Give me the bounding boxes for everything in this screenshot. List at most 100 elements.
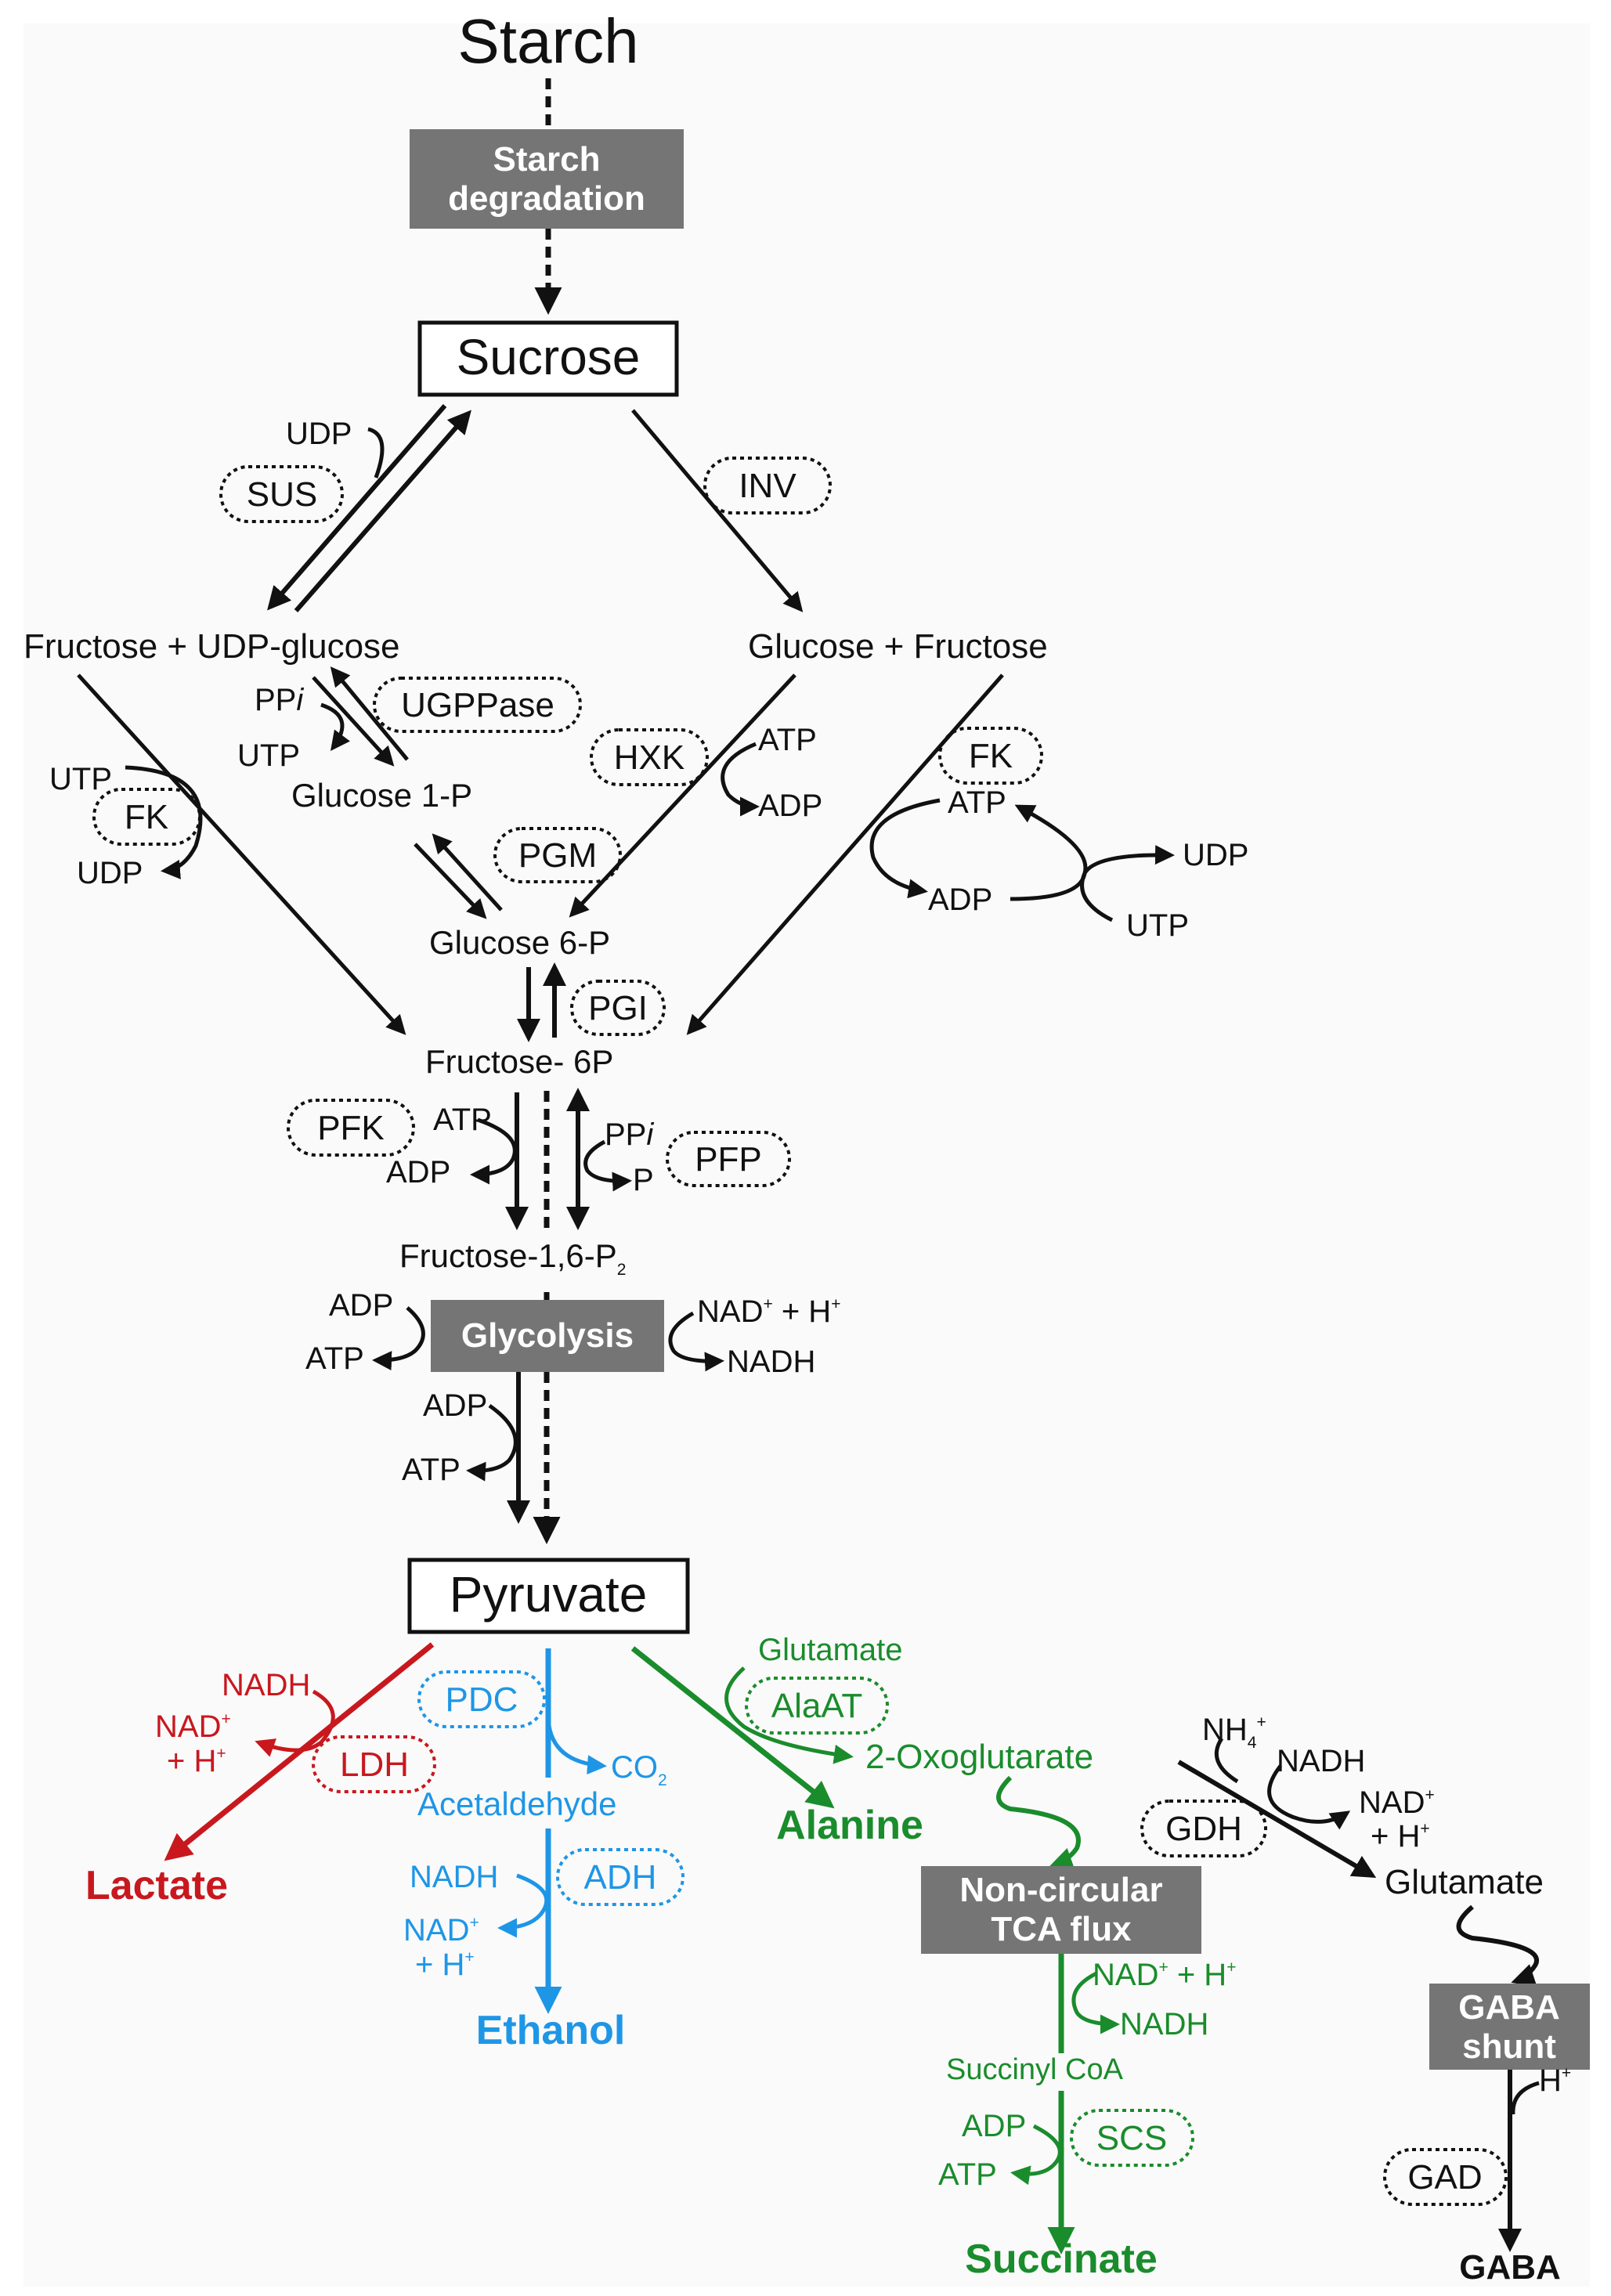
tca-box <box>921 1866 1201 1954</box>
sus-forward-arrow <box>267 404 447 611</box>
nad-tca-plus: + <box>1158 1958 1168 1977</box>
pyruvate-box <box>407 1558 690 1634</box>
glutamate-to-gaba-shunt-arrow <box>1456 1904 1539 1987</box>
hxk-cofactor-curve <box>721 742 760 817</box>
nh4-nh: NH <box>1202 1713 1248 1747</box>
scs-enzyme-oval <box>1070 2109 1194 2167</box>
utp-fk-label: UTP <box>49 762 112 796</box>
fructose-right-to-f6p-arrow <box>686 673 1004 1035</box>
nh4-input-curve <box>1214 1737 1239 1784</box>
adp-gly2-label: ADP <box>423 1388 487 1423</box>
gdh-nadh-curve <box>1267 1764 1351 1830</box>
nad-gdh-plus: + <box>1425 1786 1434 1804</box>
glutamate-label: Glutamate <box>1385 1863 1544 1901</box>
starch-label: Starch <box>457 6 638 76</box>
nad-gdh-nad: NAD <box>1359 1785 1425 1820</box>
diagram-background <box>23 23 1590 2287</box>
nad-adh-nad: NAD <box>403 1913 469 1948</box>
h-gdh-plus: + <box>1420 1820 1429 1838</box>
fructose-16p2-label: Fructose-1,6-P2 <box>399 1237 626 1279</box>
glycolysis-label: Glycolysis <box>461 1316 634 1355</box>
fk-left-cofactor-curve <box>125 765 203 879</box>
gaba-shunt-line1: GABA <box>1458 1988 1560 2027</box>
pfp-enzyme-oval <box>666 1131 791 1187</box>
ppi-ugp-pp: PP <box>255 683 296 717</box>
nad-tca-nad: NAD <box>1093 1958 1158 1992</box>
nad-tca-h: + H <box>1169 1958 1226 1992</box>
gad-enzyme-oval <box>1383 2148 1508 2206</box>
h-adh-plus: + <box>464 1948 474 1966</box>
pgm-reverse-arrow <box>432 833 503 912</box>
scs-cofactor-curve <box>1010 2124 1062 2186</box>
pgm-enzyme-label: PGM <box>518 836 597 875</box>
pgm-enzyme-oval <box>493 827 622 883</box>
gdh-arrow <box>1177 1760 1377 1879</box>
glucose-fructose-label: Glucose + Fructose <box>748 627 1048 666</box>
hxk-enzyme-label: HXK <box>614 738 684 777</box>
fructose-16p2-text: Fructose-1,6-P <box>399 1237 617 1274</box>
fk-right-atp-adp-curve <box>869 798 941 899</box>
nh4-subscript: 4 <box>1248 1734 1257 1752</box>
ldh-enzyme-oval <box>312 1735 436 1793</box>
nh4-plus: + <box>1256 1713 1266 1731</box>
alaat-arrow <box>630 1646 835 1809</box>
alanine-label: Alanine <box>776 1803 923 1848</box>
atp-gly1-label: ATP <box>305 1341 364 1376</box>
gad-h-curve <box>1511 2081 1540 2115</box>
nad-tca-hplus: + <box>1226 1958 1236 1977</box>
ppi-pfp-label: PPi <box>605 1117 654 1152</box>
nadh-adh-label: NADH <box>410 1860 498 1894</box>
ppi-ugp-label: PPi <box>255 683 304 717</box>
udp-sus-curve <box>367 427 385 478</box>
ethanol-label: Ethanol <box>476 2008 626 2053</box>
gaba-shunt-line2: shunt <box>1462 2027 1556 2066</box>
adh-cofactor-curve <box>497 1873 549 1938</box>
ugppase-enzyme-label: UGPPase <box>401 686 554 724</box>
nh4-label: NH4 + <box>1202 1713 1266 1752</box>
inv-arrow <box>631 409 804 612</box>
ppi-pfp-i: i <box>646 1117 654 1152</box>
adp-scs-label: ADP <box>962 2109 1026 2143</box>
adh-enzyme-label: ADH <box>584 1858 657 1897</box>
fk-right-enzyme-oval <box>938 727 1043 785</box>
nadh-gly-label: NADH <box>727 1345 815 1379</box>
starch-degradation-line1: Starch <box>493 140 601 179</box>
nad-gly-h: + H <box>773 1294 831 1329</box>
pfk-enzyme-oval <box>287 1099 415 1157</box>
pgi-enzyme-label: PGI <box>588 989 648 1027</box>
oxoglutarate-to-tca-arrow <box>996 1775 1081 1871</box>
nad-ldh-nad: NAD <box>155 1709 221 1744</box>
nad-adh-plus: + <box>469 1914 479 1932</box>
hxk-arrow <box>569 673 796 918</box>
co2-subscript: 2 <box>658 1771 667 1789</box>
glucose-1p-label: Glucose 1-P <box>291 777 472 814</box>
starch-degradation-box <box>410 129 684 229</box>
fk-left-enzyme-oval <box>92 788 201 846</box>
glycolysis-box <box>431 1300 664 1372</box>
h-adh-label: + H+ <box>415 1948 475 1982</box>
fk-left-enzyme-label: FK <box>125 798 168 836</box>
udp-sus-label: UDP <box>286 417 352 451</box>
h-gad-label: H+ <box>1539 2063 1571 2098</box>
glycolysis-nad-nadh-curve <box>668 1311 724 1372</box>
atp-gly2-label: ATP <box>402 1453 461 1487</box>
sucrose-box <box>417 320 679 397</box>
nad-gly-nad: NAD <box>697 1294 763 1329</box>
inv-enzyme-oval <box>703 457 832 514</box>
acetaldehyde-label: Acetaldehyde <box>417 1785 617 1822</box>
tca-line2: TCA flux <box>991 1910 1132 1948</box>
h-ldh-label: + H+ <box>167 1744 226 1778</box>
fructose-16p2-subscript: 2 <box>617 1261 627 1279</box>
pfk-enzyme-label: PFK <box>317 1109 385 1147</box>
nad-gly-hplus: + <box>831 1295 840 1313</box>
h-ldh-h: + H <box>167 1744 216 1778</box>
inv-enzyme-label: INV <box>739 467 796 505</box>
ppi-utp-curve <box>320 702 350 752</box>
tca-line1: Non-circular <box>959 1871 1162 1909</box>
pdc-enzyme-oval <box>417 1670 546 1728</box>
fk-right-utp-udp-curve <box>1080 845 1175 922</box>
fk-right-enzyme-label: FK <box>969 737 1013 775</box>
pdc-enzyme-label: PDC <box>446 1680 518 1719</box>
gaba-label: GABA <box>1459 2248 1561 2287</box>
starch-degradation-line2: degradation <box>448 179 645 218</box>
